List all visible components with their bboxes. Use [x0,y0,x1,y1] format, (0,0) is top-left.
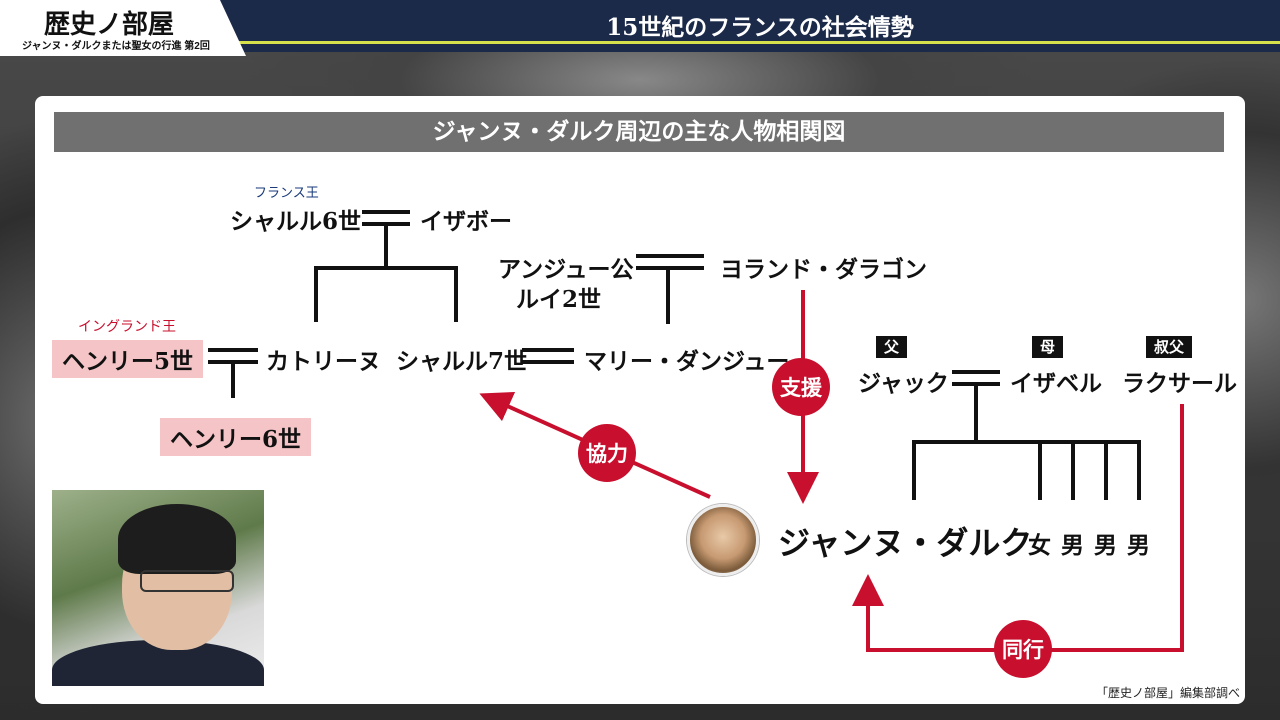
person-isabeau: イザボー [420,202,512,236]
descent-line-charles6 [316,224,386,322]
sibling-male-3: 男 [1127,526,1150,560]
sibling-female: 女 [1028,526,1051,560]
person-catherine: カトリーヌ [266,342,381,376]
person-isabelle: イザベル [1010,364,1102,398]
role-label-king-of-england: イングランド王 [78,316,176,336]
person-jacques: ジャック [858,364,949,398]
person-marie: マリー・ダンジュー [584,342,789,376]
person-charles6: シャルル6世 [230,202,361,236]
person-charles7: シャルル7世 [396,342,527,376]
tag-mother: 母 [1032,336,1063,358]
joan-of-arc-portrait [687,504,759,576]
relation-badge-support: 支援 [772,358,830,416]
person-henry5: ヘンリー5世 [52,340,203,378]
role-label-king-of-france: フランス王 [254,182,319,201]
person-henry6: ヘンリー6世 [160,418,311,456]
presenter-hair [118,504,236,574]
sibling-male-1: 男 [1061,526,1084,560]
person-louis2-line1: アンジュー公 [498,250,633,284]
tag-father: 父 [876,336,907,358]
sibling-male-2: 男 [1094,526,1117,560]
person-laxart: ラクサール [1122,364,1237,398]
relation-badge-cooperation: 協力 [578,424,636,482]
tag-uncle: 叔父 [1146,336,1192,358]
presenter-glasses [140,570,234,592]
relation-badge-accompany: 同行 [994,620,1052,678]
source-credit: 「歴史ノ部屋」編集部調べ [1096,684,1240,701]
person-louis2-line2: ルイ2世 [516,280,601,314]
person-yolande: ヨランド・ダラゴン [720,250,927,284]
person-joan: ジャンヌ・ダルク [778,518,1032,564]
presenter-photo [52,490,264,686]
